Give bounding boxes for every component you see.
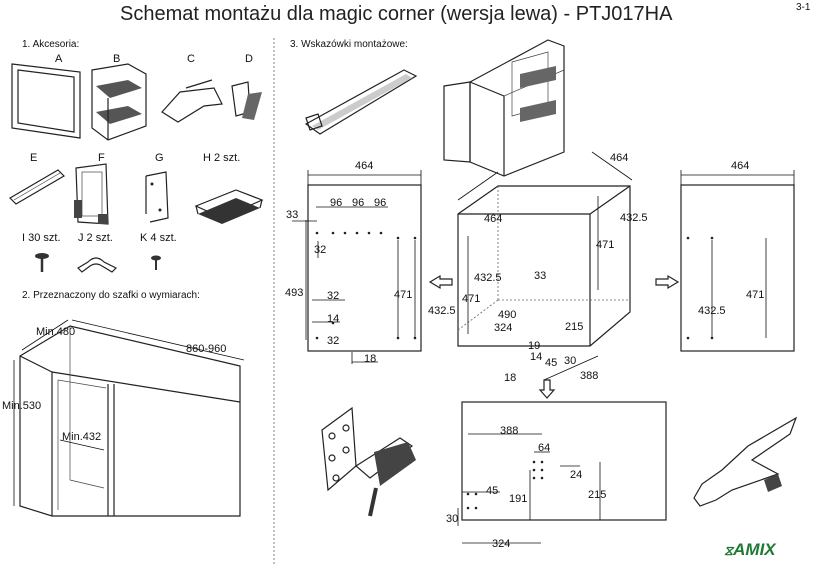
- dim-32-b: 32: [327, 290, 339, 302]
- dim-490: 490: [498, 309, 516, 321]
- dim-19: 19: [528, 340, 540, 352]
- dim-64: 64: [538, 442, 550, 454]
- part-c-slide-arm-icon: [161, 79, 223, 123]
- dim-432-5-c: 432.5: [474, 272, 502, 284]
- section-cabinet-size: 2. Przeznaczony do szafki o wymiarach:: [22, 290, 200, 301]
- dim-471-d: 471: [746, 289, 764, 301]
- part-label-h: H 2 szt.: [203, 152, 241, 164]
- part-i-screw-icon: [35, 253, 49, 272]
- dim-30-b: 30: [446, 513, 458, 525]
- dim-18-b: 18: [504, 372, 516, 384]
- part-j-clip-icon: [77, 257, 118, 273]
- dim-45-b: 45: [486, 485, 498, 497]
- dim-18-a: 18: [364, 353, 376, 365]
- arrow-left-icon: [428, 274, 453, 290]
- dim-471-c: 471: [462, 293, 480, 305]
- part-label-e: E: [30, 152, 38, 164]
- part-label-a: A: [55, 53, 63, 65]
- dim-471-a: 471: [394, 289, 412, 301]
- dim-388-a: 388: [580, 370, 598, 382]
- part-h-wire-basket-icon: [194, 189, 264, 224]
- part-label-k: K 4 szt.: [140, 232, 177, 244]
- page-number: 3-1: [796, 2, 811, 13]
- dim-464-a: 464: [355, 160, 373, 172]
- dim-191: 191: [509, 493, 527, 505]
- dim-96-c: 96: [374, 197, 386, 209]
- amix-logo: ⧖AMIX: [724, 540, 776, 559]
- cabinet-dimension-lines: [13, 319, 245, 506]
- part-d-bracket-icon: [231, 81, 262, 120]
- dim-215-a: 215: [565, 321, 583, 333]
- dim-45-a: 45: [545, 357, 557, 369]
- panel-drawing-left: 464 96 96 96 33 32 493 471 432.5 32 14 3…: [285, 160, 456, 365]
- cabinet-with-drawers-illustration: [443, 39, 565, 177]
- dim-464-b: 464: [484, 213, 502, 225]
- dim-464-d: 464: [731, 160, 749, 172]
- dim-24: 24: [570, 469, 582, 481]
- dim-471-b: 471: [596, 239, 614, 251]
- cabinet-box-drawing: 464 464 471 432.5 471 432.5 33 490 324 2…: [457, 151, 648, 384]
- dim-388-b: 388: [500, 425, 518, 437]
- dim-min-depth: Min.480: [36, 326, 76, 338]
- dim-width: 860-960: [186, 343, 227, 355]
- dim-min-door: Min.432: [62, 431, 102, 443]
- part-label-f: F: [98, 152, 105, 164]
- part-label-i: I 30 szt.: [22, 232, 61, 244]
- dim-324-a: 324: [494, 322, 512, 334]
- part-e-rail-icon: [9, 169, 65, 205]
- dim-33-b: 33: [534, 270, 546, 282]
- cabinet-outline: [19, 325, 241, 517]
- part-label-b: B: [113, 53, 121, 65]
- wire-mechanism-illustration: [693, 416, 798, 507]
- bracket-illustration: [321, 406, 416, 517]
- part-k-screw-icon: [151, 255, 161, 270]
- dim-33-a: 33: [286, 209, 298, 221]
- part-label-j: J 2 szt.: [78, 232, 113, 244]
- dim-14-a: 14: [327, 313, 339, 325]
- part-b-basket-icon: [91, 63, 147, 141]
- page-title: Schemat montażu dla magic corner (wersja…: [120, 3, 673, 25]
- arrow-down-icon: [538, 379, 556, 399]
- hole-layout-drawing: 388 64 24 45 191 215 30 324: [446, 401, 667, 550]
- dim-432-5-a: 432.5: [428, 305, 456, 317]
- part-f-frame-icon: [74, 163, 109, 225]
- dim-215-b: 215: [588, 489, 606, 501]
- dim-432-5-d: 432.5: [698, 305, 726, 317]
- dim-min-height: Min.530: [2, 400, 42, 412]
- rail-illustration: [304, 69, 418, 135]
- panel-drawing-right: 464 432.5 471: [680, 160, 795, 352]
- dim-32-c: 32: [327, 335, 339, 347]
- dim-30-a: 30: [564, 355, 576, 367]
- dim-96-a: 96: [330, 197, 342, 209]
- part-g-bracket-frame-icon: [145, 171, 169, 223]
- dim-324-b: 324: [492, 538, 510, 550]
- dim-32-a: 32: [314, 244, 326, 256]
- dim-432-5-b: 432.5: [620, 212, 648, 224]
- section-mounting-tips: 3. Wskazówki montażowe:: [290, 39, 408, 50]
- dim-14-b: 14: [530, 351, 542, 363]
- part-label-g: G: [155, 152, 164, 164]
- section-accessories: 1. Akcesoria:: [22, 39, 80, 50]
- dim-493: 493: [285, 287, 303, 299]
- part-a-frame-icon: [11, 63, 81, 139]
- part-label-c: C: [187, 53, 195, 65]
- dim-96-b: 96: [352, 197, 364, 209]
- part-label-d: D: [245, 53, 253, 65]
- arrow-right-icon: [655, 274, 680, 290]
- dim-464-c: 464: [610, 152, 628, 164]
